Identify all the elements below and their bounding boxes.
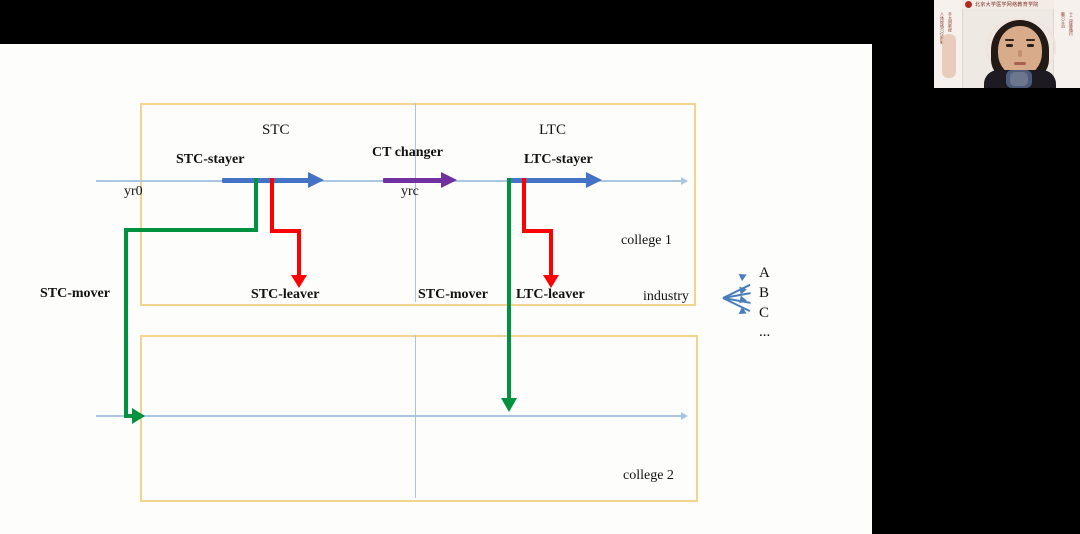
phase-label-ltc: LTC bbox=[539, 122, 566, 138]
institution-logo-icon bbox=[965, 1, 972, 8]
industry-fan-arrowhead-b bbox=[739, 285, 748, 295]
stc-leaver-stem-lower bbox=[297, 229, 301, 277]
label-stc-mover-left: STC-mover bbox=[40, 286, 110, 301]
stc-leaver-stem-upper bbox=[270, 178, 274, 232]
presentation-slide: STC LTC STC-stayer CT changer LTC-stayer… bbox=[0, 44, 872, 534]
stc-mover-left-stem-upper bbox=[254, 178, 258, 232]
presenter-left-eye bbox=[1006, 44, 1013, 47]
stc-mover-right-stem bbox=[507, 178, 511, 400]
stc-mover-left-horizontal bbox=[124, 228, 258, 232]
ltc-leaver-stem-lower bbox=[549, 229, 553, 277]
label-yrc: yrc bbox=[401, 184, 419, 199]
stc-mover-left-arrowhead bbox=[132, 408, 145, 424]
label-college-2: college 2 bbox=[623, 468, 674, 483]
video-right-chart-panel bbox=[1053, 0, 1080, 88]
industry-destination-c: C bbox=[759, 305, 770, 321]
ct-changer-arrow-shaft bbox=[383, 178, 443, 183]
video-header-bar bbox=[962, 0, 1054, 9]
industry-destination-b: B bbox=[759, 285, 770, 301]
industry-fan-arrowhead-c bbox=[739, 295, 748, 305]
presenter-right-brow bbox=[1026, 39, 1035, 41]
presenter-scarf-highlight bbox=[1010, 72, 1028, 86]
stc-mover-left-entry bbox=[124, 414, 134, 418]
label-stc-stayer: STC-stayer bbox=[176, 152, 245, 167]
label-stc-mover-right: STC-mover bbox=[418, 287, 488, 302]
video-overlay-title: 北京大学医学网络教育学院 bbox=[975, 3, 1039, 8]
stc-mover-right-arrowhead bbox=[501, 398, 517, 412]
video-left-text-2: 手太阴肺经 bbox=[948, 12, 953, 32]
college-2-timeline-arrowhead bbox=[681, 412, 688, 420]
presenter-nose bbox=[1018, 50, 1022, 57]
presenter-mouth bbox=[1014, 62, 1026, 65]
label-college-1: college 1 bbox=[621, 233, 672, 248]
label-ltc-leaver: LTC-leaver bbox=[516, 287, 585, 302]
college-1-box bbox=[140, 103, 696, 306]
presenter-video-panel[interactable]: 北京大学医学网络教育学院 人体经络穴位图解 手太阴肺经 十二经脉循行 腧穴主治 bbox=[934, 0, 1080, 88]
video-right-text-1: 十二经脉循行 bbox=[1069, 12, 1074, 36]
ltc-leaver-stem-upper bbox=[522, 178, 526, 232]
label-yr0: yr0 bbox=[124, 184, 143, 199]
ltc-leaver-arrowhead bbox=[543, 275, 559, 288]
presenter-right-eye bbox=[1027, 44, 1034, 47]
industry-destination-more: ... bbox=[759, 324, 771, 340]
stc-stayer-arrow-shaft bbox=[222, 178, 310, 183]
industry-destination-a: A bbox=[759, 265, 770, 281]
ltc-stayer-arrow-shaft bbox=[508, 178, 588, 183]
label-stc-leaver: STC-leaver bbox=[251, 287, 320, 302]
industry-fan-arrowhead-d bbox=[738, 306, 749, 318]
stc-leaver-jog bbox=[270, 229, 301, 233]
stc-stayer-arrowhead bbox=[308, 172, 324, 188]
meridian-figure-icon bbox=[942, 34, 956, 78]
stc-mover-left-stem-lower bbox=[124, 228, 128, 416]
ct-changer-arrowhead bbox=[441, 172, 457, 188]
ltc-leaver-jog bbox=[522, 229, 553, 233]
presenter-left-brow bbox=[1005, 39, 1014, 41]
label-industry: industry bbox=[643, 289, 689, 304]
video-right-text-2: 腧穴主治 bbox=[1061, 12, 1066, 28]
college-2-box bbox=[140, 335, 698, 502]
college-2-timeline bbox=[96, 415, 682, 417]
college-1-year-divider bbox=[415, 103, 416, 302]
ltc-stayer-arrowhead bbox=[586, 172, 602, 188]
college-1-timeline-arrowhead bbox=[681, 177, 688, 185]
video-left-text-1: 人体经络穴位图解 bbox=[940, 12, 945, 44]
phase-label-stc: STC bbox=[262, 122, 290, 138]
stc-leaver-arrowhead bbox=[291, 275, 307, 288]
label-ltc-stayer: LTC-stayer bbox=[524, 152, 593, 167]
label-ct-changer: CT changer bbox=[372, 145, 443, 160]
industry-fan-arrowhead-a bbox=[738, 270, 749, 282]
